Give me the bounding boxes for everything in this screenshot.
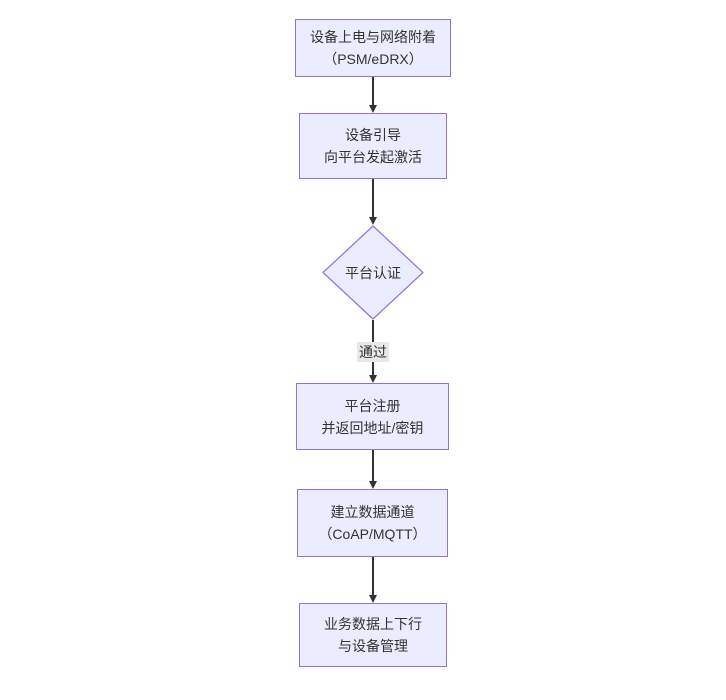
edge-line [372,450,374,483]
flow-edge-auth-to-register: 通过 [357,320,389,383]
node-text-line: （CoAP/MQTT） [318,526,427,542]
flow-node-data-channel: 建立数据通道 （CoAP/MQTT） [297,489,448,557]
flow-edge-bootstrap-to-auth [367,179,379,225]
arrowhead-icon [369,375,377,383]
arrowhead-icon [369,217,377,225]
edge-line [372,77,374,107]
node-text-line: （PSM/eDRX） [323,51,423,67]
node-text-line: 设备上电与网络附着 [310,29,436,45]
flow-node-device-bootstrap: 设备引导 向平台发起激活 [299,113,447,179]
node-text-line: 设备引导 [345,127,401,143]
diamond-shape [322,225,424,320]
decision-platform-auth: 平台认证 [322,225,424,320]
node-text-line: 建立数据通道 [330,504,415,520]
node-text-line: 业务数据上下行 [324,616,422,632]
flow-edge-channel-to-business [367,557,379,603]
arrowhead-icon [369,595,377,603]
flow-node-business-data: 业务数据上下行 与设备管理 [299,603,447,667]
edge-line [372,557,374,597]
flow-node-power-network-attach: 设备上电与网络附着 （PSM/eDRX） [295,19,451,77]
flow-edge-register-to-channel [367,450,379,489]
edge-line [372,179,374,219]
node-text-line: 与设备管理 [338,638,408,654]
node-text-line: 平台认证 [345,264,401,281]
node-text-line: 向平台发起激活 [324,149,422,165]
arrowhead-icon [369,105,377,113]
node-text-line: 平台注册 [344,397,401,414]
arrowhead-icon [369,481,377,489]
flow-edge-attach-to-bootstrap [367,77,379,113]
node-text-line: 并返回地址/密钥 [321,419,424,436]
edge-label-pass: 通过 [357,341,389,362]
flow-node-platform-register: 平台注册 并返回地址/密钥 [296,383,449,450]
